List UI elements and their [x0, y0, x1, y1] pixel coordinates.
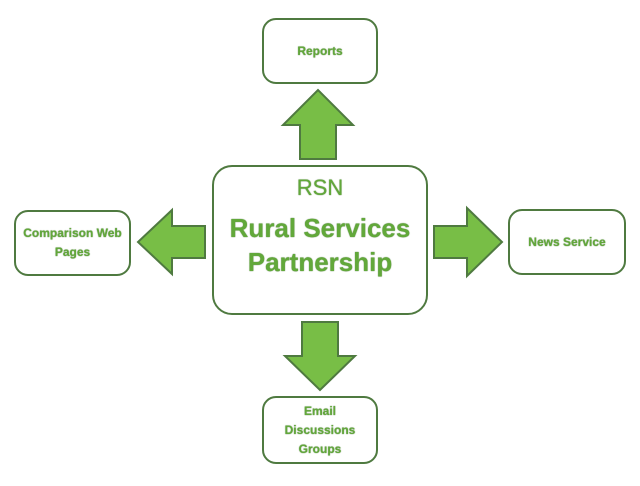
comparison-web-pages-box: Comparison Web Pages: [14, 210, 131, 276]
news-service-label: News Service: [528, 234, 606, 249]
email-label-line1: Email: [303, 403, 336, 418]
arrow-down: [282, 321, 358, 392]
news-service-box: News Service: [508, 209, 626, 275]
email-discussions-box: Email Discussions Groups: [262, 396, 378, 464]
reports-box: Reports: [262, 18, 378, 84]
arrow-right: [433, 205, 504, 279]
arrow-left: [136, 207, 206, 277]
reports-label: Reports: [297, 43, 343, 58]
rsn-center-box: RSN Rural Services Partnership: [212, 165, 428, 315]
rsn-abbreviation: RSN: [296, 175, 344, 200]
arrow-up: [280, 88, 356, 160]
comparison-label-line1: Comparison Web: [23, 226, 122, 240]
center-title-line2: Partnership: [247, 247, 393, 277]
email-label-line2: Discussions: [284, 422, 356, 437]
comparison-label-line2: Pages: [54, 245, 91, 259]
center-title-line1: Rural Services: [229, 213, 411, 243]
email-label-line3: Groups: [298, 441, 342, 456]
